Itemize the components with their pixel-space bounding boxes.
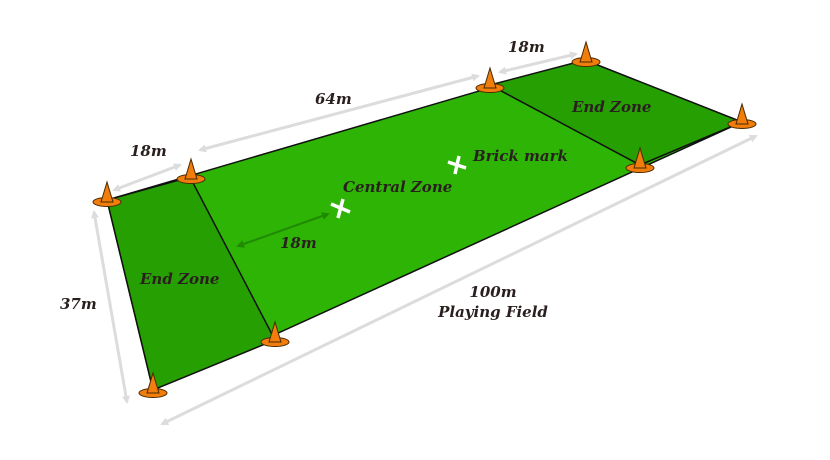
dim-brick-distance-label: 18m (280, 234, 317, 252)
brick-mark-label: Brick mark (472, 147, 568, 165)
cone-icon (138, 371, 168, 398)
cone-icon (92, 180, 122, 207)
playing-field-label: Playing Field (437, 303, 548, 321)
central-zone-label: Central Zone (343, 178, 452, 196)
dim-endzone-right-label: 18m (508, 38, 545, 56)
brick-mark-icon (330, 198, 351, 219)
end-zone-right-label: End Zone (571, 98, 651, 116)
dim-total-length-label: 100m (469, 283, 516, 301)
brick-mark-icon (447, 155, 467, 175)
cone-icon (475, 66, 505, 93)
cone-icon (625, 146, 655, 173)
dim-endzone-left-label: 18m (130, 142, 167, 160)
cone-icon (571, 40, 601, 67)
end-zone-left-label: End Zone (139, 270, 219, 288)
dim-arrow-brick-distance (236, 212, 330, 248)
dim-arrow-width (91, 210, 130, 404)
dim-arrow-endzone-right (498, 51, 578, 75)
cone-icon (176, 157, 206, 184)
cones (92, 40, 757, 398)
dim-arrow-total-length (160, 134, 758, 426)
cone-icon (260, 320, 290, 347)
cone-icon (727, 102, 757, 129)
dim-width-label: 37m (60, 295, 97, 313)
dim-central-length-label: 64m (315, 90, 352, 108)
